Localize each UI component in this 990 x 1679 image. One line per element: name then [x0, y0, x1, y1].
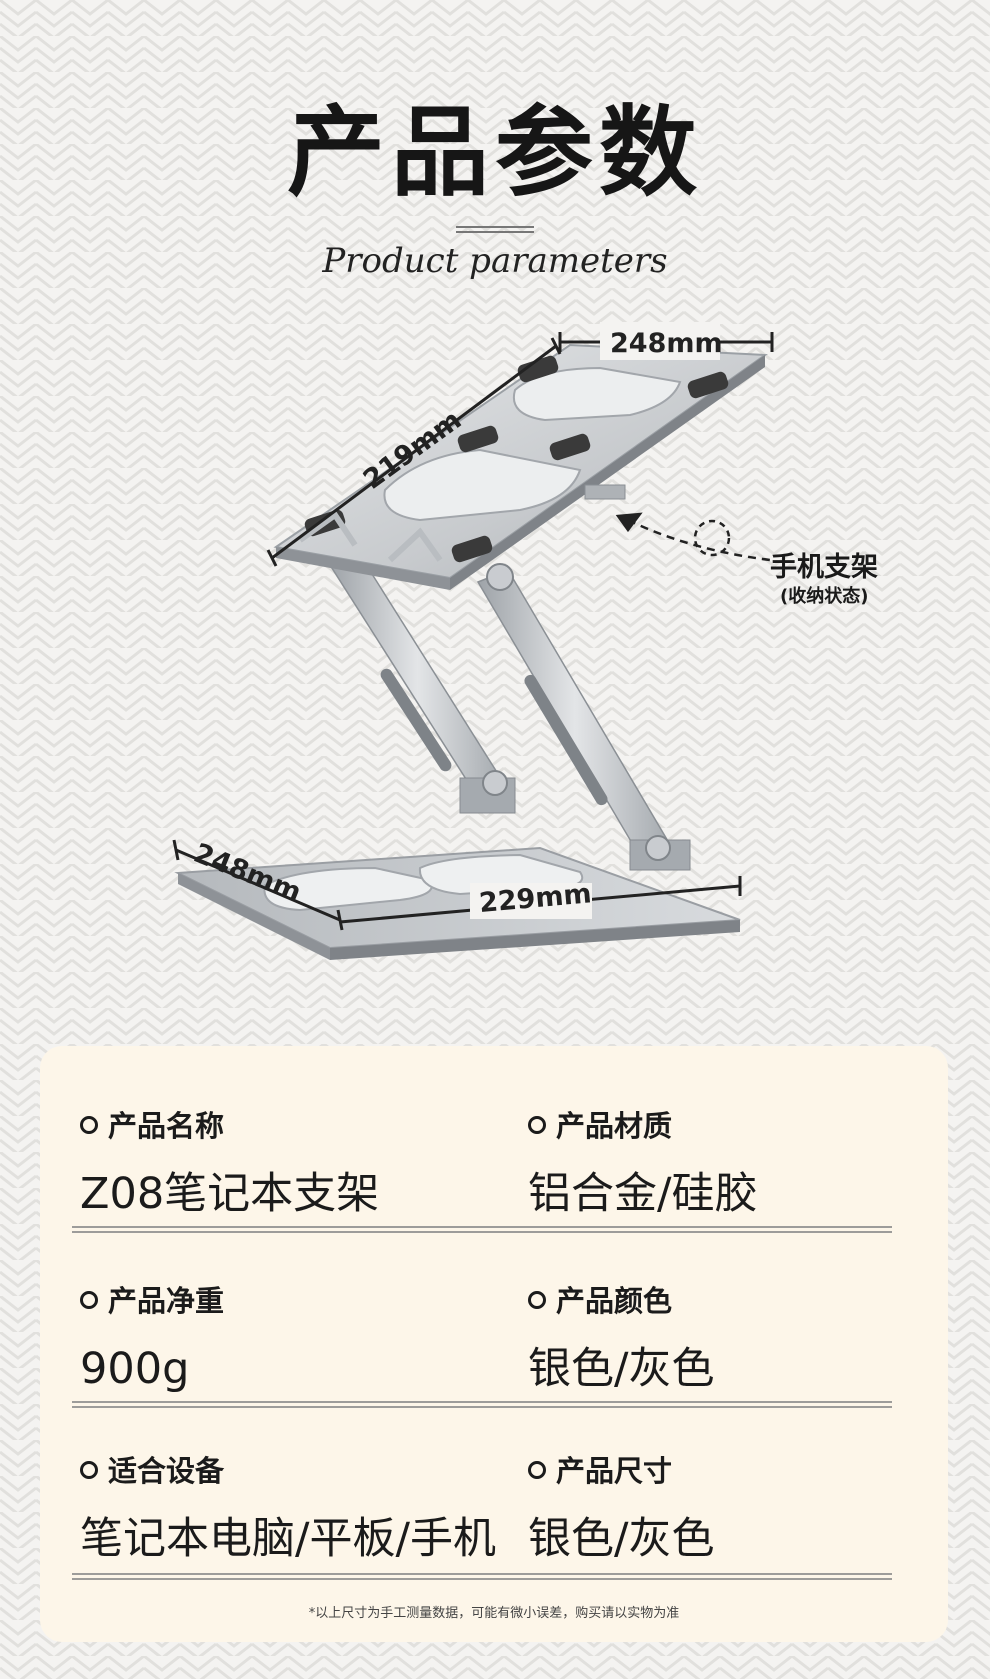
- bullet-icon: [80, 1461, 98, 1479]
- spec-label: 产品颜色: [556, 1284, 673, 1318]
- bullet-icon: [528, 1116, 546, 1134]
- spec-label: 适合设备: [108, 1454, 225, 1488]
- spec-label: 产品材质: [556, 1109, 673, 1143]
- row-divider: [72, 1226, 892, 1233]
- page-subtitle: Product parameters: [322, 241, 668, 281]
- stand-arms: [328, 554, 691, 871]
- spec-label: 产品名称: [108, 1109, 225, 1143]
- page-title: 产品参数: [286, 96, 703, 210]
- bullet-icon: [80, 1116, 98, 1134]
- spec-value: 银色/灰色: [528, 1344, 715, 1394]
- dimension-label-bg-2: [470, 883, 592, 919]
- spec-row-1: 产品名称 Z08笔记本支架 产品材质 铝合金/硅胶: [40, 1106, 948, 1256]
- spec-row-3: 适合设备 笔记本电脑/平板/手机 产品尺寸 银色/灰色: [40, 1451, 948, 1601]
- bullet-icon: [528, 1291, 546, 1309]
- spec-value: 900g: [80, 1344, 190, 1394]
- stand-base: [174, 846, 741, 960]
- bullet-icon: [528, 1461, 546, 1479]
- row-divider: [72, 1573, 892, 1580]
- callout-subtitle: (收纳状态): [780, 586, 869, 607]
- title-divider: [456, 226, 534, 233]
- laptop-stand-illustration: 248mm 219mm 248mm 229mm: [172, 322, 774, 960]
- spec-value: 笔记本电脑/平板/手机: [80, 1514, 496, 1564]
- spec-label: 产品净重: [108, 1284, 225, 1318]
- dimension-top-width: 248mm: [610, 328, 723, 359]
- footnote: *以上尺寸为手工测量数据，可能有微小误差，购买请以实物为准: [308, 1606, 680, 1621]
- spec-card: 产品名称 Z08笔记本支架 产品材质 铝合金/硅胶 产品净重 900g 产品颜色…: [40, 1046, 948, 1642]
- dimension-label-bg: [600, 322, 720, 360]
- spec-value: 铝合金/硅胶: [528, 1169, 758, 1219]
- phone-holder-callout: [615, 512, 771, 562]
- stand-top-plate: [273, 343, 768, 590]
- row-divider: [72, 1401, 892, 1408]
- spec-value: 银色/灰色: [528, 1514, 715, 1564]
- bullet-icon: [80, 1291, 98, 1309]
- spec-label: 产品尺寸: [556, 1454, 673, 1488]
- callout-title: 手机支架: [770, 552, 878, 583]
- spec-value: Z08笔记本支架: [80, 1169, 380, 1219]
- spec-row-2: 产品净重 900g 产品颜色 银色/灰色: [40, 1281, 948, 1431]
